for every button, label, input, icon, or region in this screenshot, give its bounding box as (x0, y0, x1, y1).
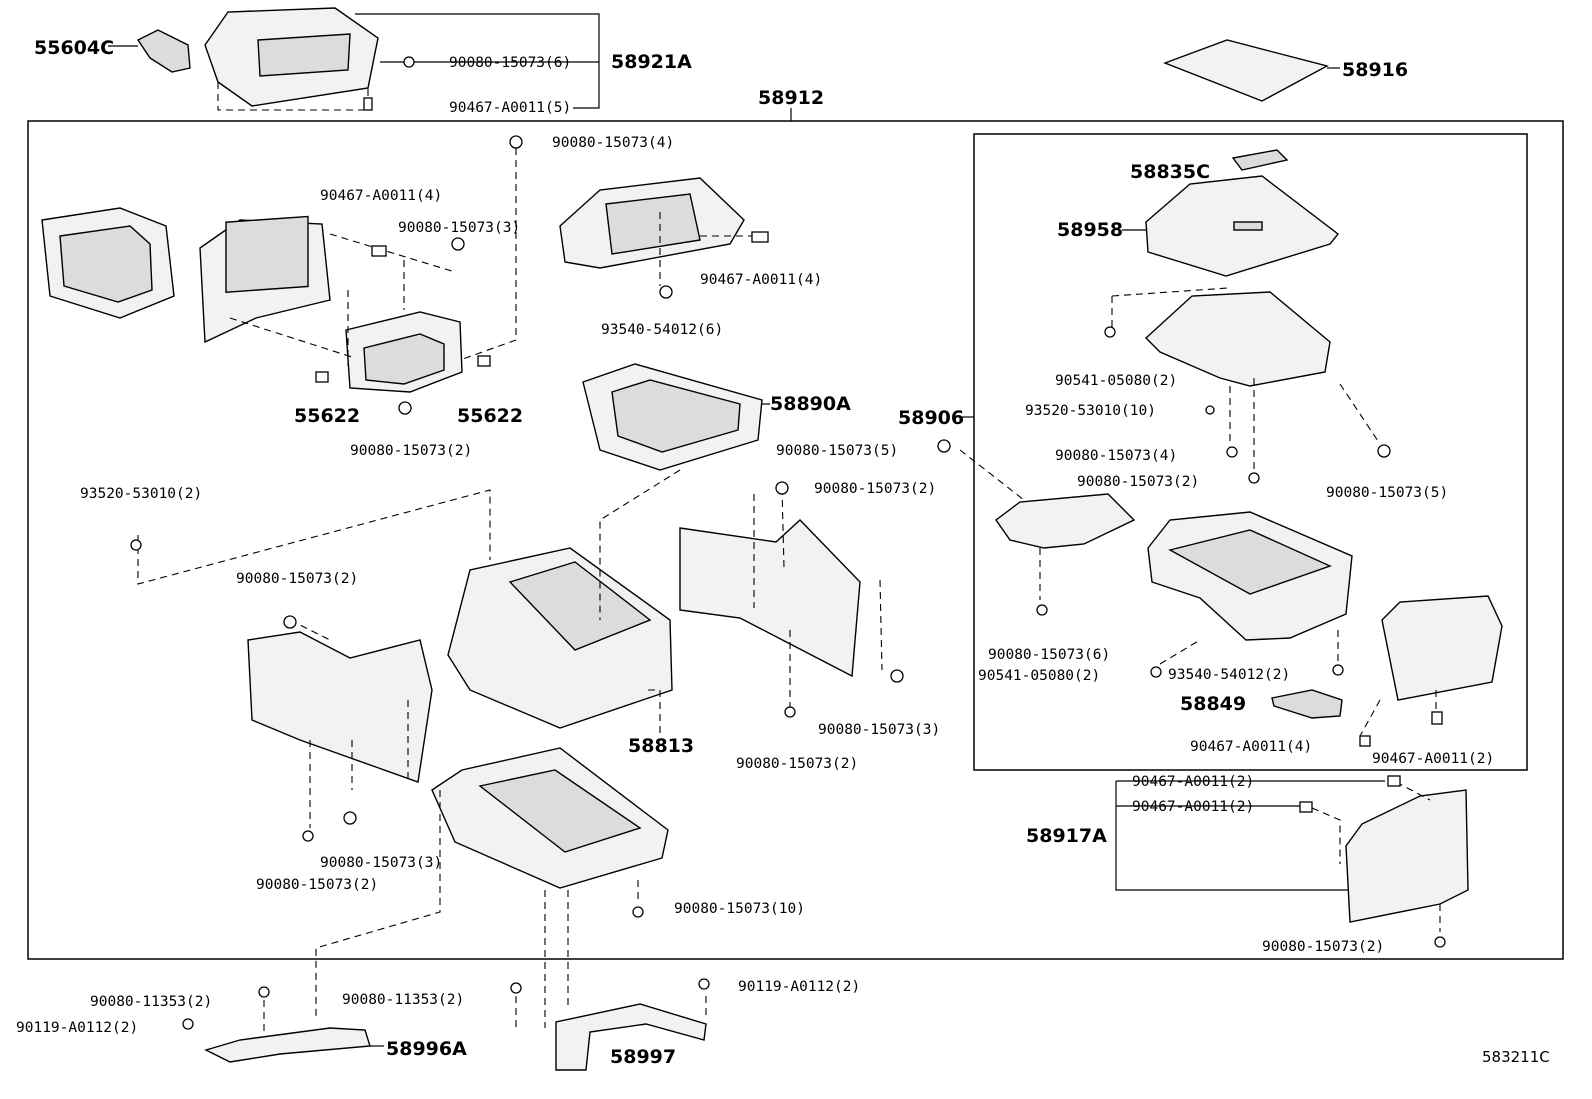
fastener-label: 90467-A0011(2) (1372, 751, 1494, 767)
right-side-panel-shape (679, 519, 861, 678)
fastener-label: 90467-A0011(4) (1190, 739, 1312, 755)
part-label: 58958 (1057, 219, 1123, 241)
fastener-label: 90080-15073(5) (776, 443, 898, 459)
fastener-label: 90467-A0011(5) (449, 100, 571, 116)
fastener-label: 90080-15073(2) (814, 481, 936, 497)
diagram-reference-id: 583211C (1482, 1048, 1550, 1066)
part-label: 58813 (628, 735, 694, 757)
armrest-lid-inner-shape (1144, 291, 1331, 387)
fastener-label: 90467-A0011(2) (1132, 799, 1254, 815)
part-label: 58921A (611, 51, 692, 73)
fastener-label: 90080-15073(3) (818, 722, 940, 738)
fastener-label: 90080-15073(2) (1262, 939, 1384, 955)
fastener-label: 90080-11353(2) (342, 992, 464, 1008)
fastener-label: 90080-15073(2) (736, 756, 858, 772)
fastener-label: 93520-53010(2) (80, 486, 202, 502)
fastener-label: 90119-A0112(2) (738, 979, 860, 995)
part-label: 55622 (294, 405, 360, 427)
main-assembly-frame (27, 120, 1564, 960)
fastener-label: 90080-15073(5) (1326, 485, 1448, 501)
fastener-label: 90080-15073(10) (674, 901, 805, 917)
fastener-label: 90467-A0011(4) (320, 188, 442, 204)
bracket-55622-shape (345, 311, 463, 393)
part-58835C-shape (1231, 149, 1289, 171)
panel-55622-frame-shape (199, 215, 331, 344)
part-58849-shape (1271, 689, 1343, 719)
fastener-label: 90541-05080(2) (1055, 373, 1177, 389)
group-58912-label: 58912 (758, 87, 824, 109)
left-side-panel-shape (247, 631, 433, 783)
part-58890A-shape (582, 363, 770, 471)
fastener-label: 90080-15073(3) (398, 220, 520, 236)
fastener-label: 90080-15073(2) (1077, 474, 1199, 490)
group-58917A-label: 58917A (1026, 825, 1107, 847)
part-label: 58996A (386, 1038, 467, 1060)
hinge-bracket-shape (995, 493, 1136, 549)
part-58813-shape (447, 547, 673, 736)
part-label: 55622 (457, 405, 523, 427)
part-58921A-shape (204, 7, 379, 111)
fastener-label: 90080-11353(2) (90, 994, 212, 1010)
labels: 58912 58906 58917A 55604C 58921A 58916 5… (16, 37, 1550, 1068)
fastener-label: 90080-15073(4) (1055, 448, 1177, 464)
rear-duct-shape (559, 177, 745, 269)
part-58996A-shape (204, 1027, 384, 1063)
fastener-label: 90080-15073(6) (988, 647, 1110, 663)
fastener-label: 93540-54012(6) (601, 322, 723, 338)
fastener-label: 90080-15073(3) (320, 855, 442, 871)
part-label: 58890A (770, 393, 851, 415)
part-label: 55604C (34, 37, 114, 59)
part-55604C-shape (108, 29, 191, 73)
fastener-label: 90080-15073(6) (449, 55, 571, 71)
fastener-label: 90467-A0011(2) (1132, 774, 1254, 790)
part-label: 58916 (1342, 59, 1408, 81)
part-58997-shape (555, 1003, 707, 1071)
part-label: 58997 (610, 1046, 676, 1068)
fastener-label: 90080-15073(4) (552, 135, 674, 151)
fastener-label: 90467-A0011(4) (700, 272, 822, 288)
fastener-label: 93520-53010(10) (1025, 403, 1156, 419)
console-side-box-shape (41, 207, 175, 319)
fastener-label: 90080-15073(2) (350, 443, 472, 459)
part-58916-shape (1163, 39, 1340, 102)
armrest-box-shape (1147, 511, 1353, 641)
fastener-label: 90119-A0112(2) (16, 1020, 138, 1036)
group-58906-label: 58906 (898, 407, 964, 429)
lower-tray-shape (431, 747, 669, 889)
part-label: 58849 (1180, 693, 1246, 715)
fastener-label: 90080-15073(2) (236, 571, 358, 587)
fastener-icons (130, 56, 1446, 1030)
fastener-label: 90541-05080(2) (978, 668, 1100, 684)
fastener-label: 90080-15073(2) (256, 877, 378, 893)
part-label: 58835C (1130, 161, 1210, 183)
armrest-side-cover-shape (1381, 595, 1503, 701)
lid-58917A-shape (1345, 789, 1469, 923)
fastener-label: 93540-54012(2) (1168, 667, 1290, 683)
armrest-assembly-frame (973, 133, 1528, 771)
part-58958-shape (1122, 175, 1339, 277)
